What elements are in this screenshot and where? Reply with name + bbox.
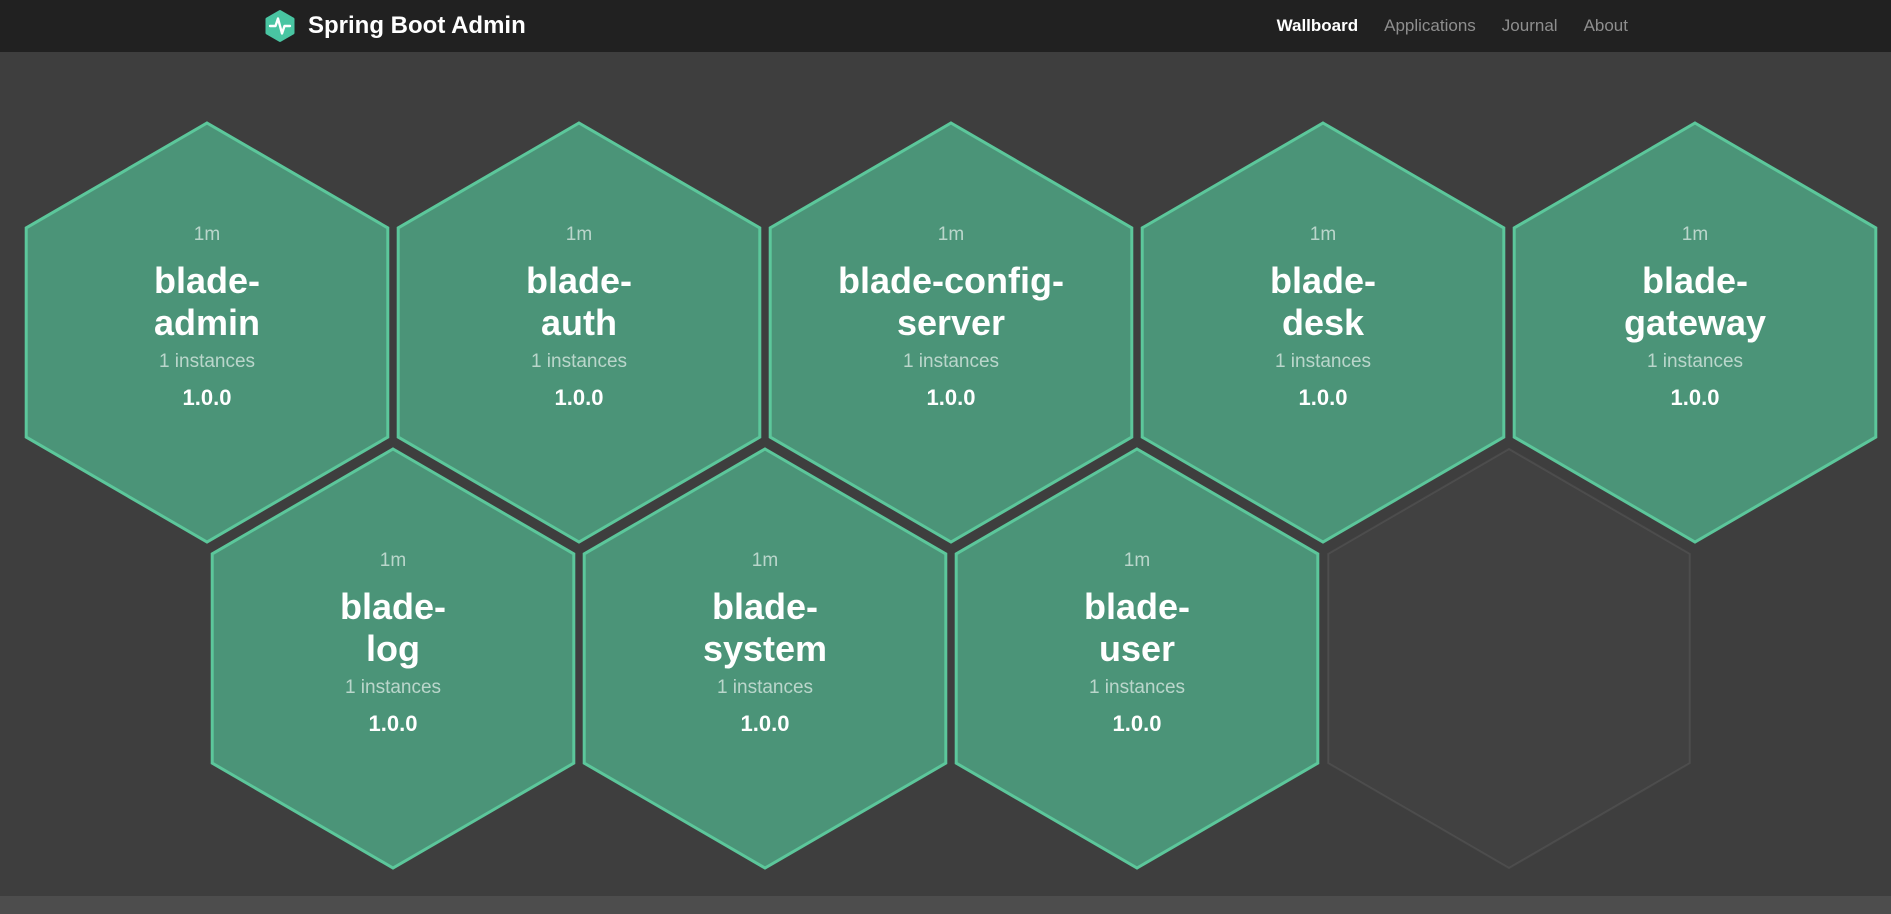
application-name: blade- gateway bbox=[1624, 260, 1766, 344]
horizontal-scrollbar[interactable] bbox=[0, 896, 1891, 914]
uptime-label: 1m bbox=[752, 550, 778, 572]
version-label: 1.0.0 bbox=[741, 711, 790, 737]
instances-count: 1 instances bbox=[717, 677, 813, 699]
uptime-label: 1m bbox=[380, 550, 406, 572]
uptime-label: 1m bbox=[1124, 550, 1150, 572]
version-label: 1.0.0 bbox=[183, 385, 232, 411]
instances-count: 1 instances bbox=[1647, 351, 1743, 373]
version-label: 1.0.0 bbox=[555, 385, 604, 411]
uptime-label: 1m bbox=[566, 224, 592, 246]
application-hexagon-blade-user[interactable]: 1m blade- user 1 instances 1.0.0 bbox=[954, 447, 1320, 870]
application-name: blade- auth bbox=[526, 260, 632, 344]
hexagon-content: 1m blade- log 1 instances 1.0.0 bbox=[210, 447, 576, 870]
application-name: blade- system bbox=[703, 586, 827, 670]
brand-label: Spring Boot Admin bbox=[308, 12, 526, 40]
application-name: blade- admin bbox=[154, 260, 260, 344]
version-label: 1.0.0 bbox=[1113, 711, 1162, 737]
navbar-container: Spring Boot Admin Wallboard Applications… bbox=[263, 0, 1628, 52]
nav-wallboard[interactable]: Wallboard bbox=[1277, 16, 1359, 36]
top-nav: Wallboard Applications Journal About bbox=[1277, 16, 1628, 36]
instances-count: 1 instances bbox=[903, 351, 999, 373]
hexagon-content: 1m blade- user 1 instances 1.0.0 bbox=[954, 447, 1320, 870]
version-label: 1.0.0 bbox=[927, 385, 976, 411]
uptime-label: 1m bbox=[1682, 224, 1708, 246]
instances-count: 1 instances bbox=[531, 351, 627, 373]
application-hexagon-blade-log[interactable]: 1m blade- log 1 instances 1.0.0 bbox=[210, 447, 576, 870]
hexagon-content: 1m blade- system 1 instances 1.0.0 bbox=[582, 447, 948, 870]
instances-count: 1 instances bbox=[345, 677, 441, 699]
application-name: blade-config- server bbox=[838, 260, 1064, 344]
version-label: 1.0.0 bbox=[1299, 385, 1348, 411]
uptime-label: 1m bbox=[938, 224, 964, 246]
nav-about[interactable]: About bbox=[1584, 16, 1628, 36]
application-name: blade- user bbox=[1084, 586, 1190, 670]
instances-count: 1 instances bbox=[1089, 677, 1185, 699]
instances-count: 1 instances bbox=[159, 351, 255, 373]
top-navbar: Spring Boot Admin Wallboard Applications… bbox=[0, 0, 1891, 52]
version-label: 1.0.0 bbox=[1671, 385, 1720, 411]
brand[interactable]: Spring Boot Admin bbox=[263, 9, 526, 43]
version-label: 1.0.0 bbox=[369, 711, 418, 737]
empty-hexagon bbox=[1326, 447, 1692, 870]
application-name: blade- desk bbox=[1270, 260, 1376, 344]
uptime-label: 1m bbox=[194, 224, 220, 246]
wallboard: 1m blade- admin 1 instances 1.0.0 1m bla… bbox=[0, 52, 1891, 914]
spring-boot-admin-logo-icon bbox=[263, 9, 297, 43]
application-hexagon-blade-system[interactable]: 1m blade- system 1 instances 1.0.0 bbox=[582, 447, 948, 870]
nav-journal[interactable]: Journal bbox=[1502, 16, 1558, 36]
instances-count: 1 instances bbox=[1275, 351, 1371, 373]
application-name: blade- log bbox=[340, 586, 446, 670]
nav-applications[interactable]: Applications bbox=[1384, 16, 1476, 36]
uptime-label: 1m bbox=[1310, 224, 1336, 246]
